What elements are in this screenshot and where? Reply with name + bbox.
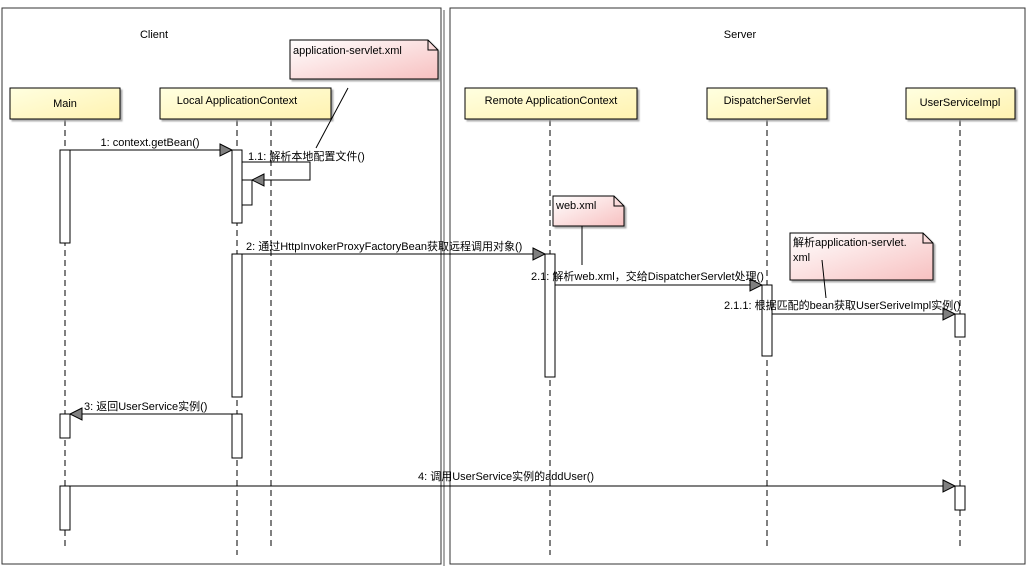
message-1: 1: context.getBean()	[70, 137, 234, 157]
activation-remote	[544, 253, 556, 378]
arrow-head-icon	[749, 278, 764, 292]
arrow-head-icon	[250, 173, 265, 187]
participant-impl-label: UserServiceImpl	[920, 97, 1001, 109]
message-1-1-label: 1.1: 解析本地配置文件()	[248, 149, 365, 163]
arrow-head-icon	[532, 247, 547, 261]
client-frame: Client	[1, 7, 445, 566]
message-2-1: 2.1: 解析web.xml，交给DispatcherServlet处理()	[531, 269, 764, 292]
activation-local-1	[231, 149, 243, 224]
message-3: 3: 返回UserService实例()	[68, 399, 232, 421]
note-3-line-2: xml	[793, 252, 810, 264]
message-3-label: 3: 返回UserService实例()	[84, 399, 207, 413]
arrow-head-icon	[942, 307, 957, 321]
participant-remote: Remote ApplicationContext	[464, 87, 638, 120]
note-2-line-1: web.xml	[555, 200, 596, 212]
activation-local-nested	[241, 179, 253, 206]
activation-main-2	[59, 413, 71, 439]
message-1-label: 1: context.getBean()	[100, 137, 199, 149]
message-2-1-1-label: 2.1.1: 根据匹配的bean获取UserSeriveImpl实例()	[724, 298, 961, 312]
activation-impl-1	[954, 313, 966, 338]
server-frame-title: Server	[724, 29, 757, 41]
note-3-line-1: 解析application-servlet.	[793, 235, 907, 249]
participant-main: Main	[9, 87, 121, 120]
participant-local: Local ApplicationContext	[159, 87, 332, 120]
arrow-head-icon	[942, 479, 957, 493]
server-frame: Server	[449, 7, 1026, 565]
participant-dispatcher: DispatcherServlet	[706, 87, 828, 120]
participant-dispatcher-label: DispatcherServlet	[724, 95, 811, 107]
arrow-head-icon	[68, 407, 83, 421]
activation-local-2	[231, 253, 243, 398]
activation-impl-2	[954, 485, 966, 511]
note-1-line-1: application-servlet.xml	[293, 45, 402, 57]
arrow-head-icon	[219, 143, 234, 157]
participant-local-label: Local ApplicationContext	[177, 95, 297, 107]
note-application-servlet: application-servlet.xml	[289, 39, 439, 149]
participant-main-label: Main	[53, 98, 77, 110]
participant-impl: UserServiceImpl	[905, 87, 1016, 120]
activation-main-1	[59, 149, 71, 244]
participant-remote-label: Remote ApplicationContext	[485, 95, 618, 107]
message-2: 2: 通过HttpInvokerProxyFactoryBean获取远程调用对象…	[242, 239, 547, 261]
message-2-1-1: 2.1.1: 根据匹配的bean获取UserSeriveImpl实例()	[724, 298, 961, 321]
message-1-1: 1.1: 解析本地配置文件()	[242, 149, 365, 187]
message-4-label: 4: 调用UserService实例的addUser()	[418, 469, 594, 483]
client-frame-title: Client	[140, 29, 168, 41]
activation-main-3	[59, 485, 71, 531]
activation-dispatcher	[761, 284, 773, 357]
note-web-xml: web.xml	[552, 195, 625, 265]
message-4: 4: 调用UserService实例的addUser()	[70, 469, 957, 493]
message-2-1-label: 2.1: 解析web.xml，交给DispatcherServlet处理()	[531, 269, 764, 283]
message-2-label: 2: 通过HttpInvokerProxyFactoryBean获取远程调用对象…	[246, 239, 522, 253]
activation-local-3	[231, 413, 243, 459]
note-parse-application-servlet: 解析application-servlet. xml	[789, 232, 934, 299]
